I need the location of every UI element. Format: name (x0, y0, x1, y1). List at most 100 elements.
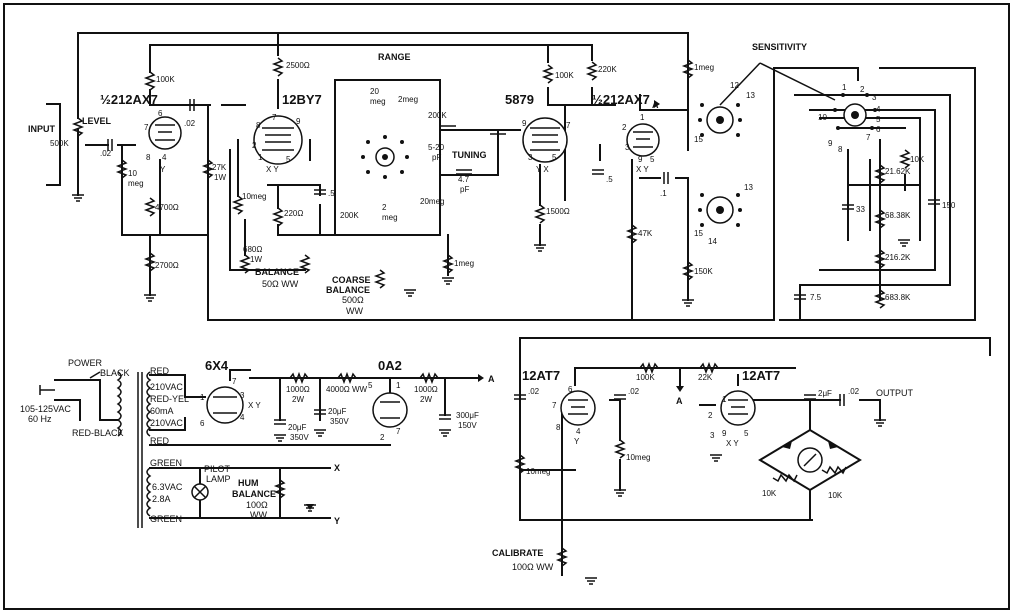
pin-label: 7 (866, 133, 871, 142)
pin-label: 1 (640, 113, 645, 122)
r2meg-b: 2 (382, 203, 387, 212)
pin-label: 2 (860, 85, 865, 94)
r220k: 220K (598, 65, 617, 74)
pin-label: 8 (146, 153, 151, 162)
mains-label: 105-125VAC (20, 404, 71, 414)
tube-v6-label: 12AT7 (742, 368, 780, 383)
r10meg-c: 10meg (526, 467, 550, 476)
x-terminal-label: X (334, 463, 340, 473)
r10meg-a2: meg (128, 179, 144, 188)
r2meg-a: 2meg (398, 95, 418, 104)
r1meg-a: 1meg (454, 259, 474, 268)
pin-label: 3 (528, 153, 533, 162)
pin-label: 5 (552, 153, 557, 162)
pin-label: 8 (556, 423, 561, 432)
r200k-a: 200K (428, 111, 447, 120)
power-label: POWER (68, 358, 103, 368)
c5-b: .5 (606, 175, 613, 184)
c5-a: .5 (328, 189, 335, 198)
pin-label: X Y (266, 165, 279, 174)
green1-label: GREEN (150, 458, 182, 468)
pin-label: 1 (396, 381, 401, 390)
pin-label: 5 (368, 381, 373, 390)
r680: 680Ω (243, 245, 262, 254)
c75: 7.5 (810, 293, 822, 302)
r22k: 22K (698, 373, 713, 382)
r20meg-b: 20meg (420, 197, 444, 206)
c02-c: .02 (628, 387, 640, 396)
ma60-label: 60mA (150, 406, 174, 416)
c02-in: .02 (100, 149, 112, 158)
resistors (71, 57, 912, 567)
r1meg-b: 1meg (694, 63, 714, 72)
r220: 220Ω (284, 209, 303, 218)
c02-d: .02 (848, 387, 860, 396)
pin-label: 4 (162, 153, 167, 162)
c20-b-v: 350V (330, 417, 349, 426)
r680-w: 1W (250, 255, 262, 264)
pin-label: 3 (625, 143, 630, 152)
pin-label: 6 (200, 419, 205, 428)
green2-label: GREEN (150, 514, 182, 524)
r150k: 150K (694, 267, 713, 276)
lamp-label: LAMP (206, 474, 231, 484)
pin-label: 1 (258, 153, 263, 162)
coarse-value: 500Ω (342, 295, 364, 305)
r10meg-b: 10meg (242, 192, 266, 201)
pin-label: 2 (708, 411, 713, 420)
r2500: 2500Ω (286, 61, 310, 70)
pin-label: 1 (200, 393, 205, 402)
pin-label: 12 (730, 81, 739, 90)
meter-wires (519, 337, 991, 576)
y-terminal-label: Y (334, 516, 340, 526)
a28-label: 2.8A (152, 494, 171, 504)
pin-label: 3 (240, 391, 245, 400)
pin-label: 9 (638, 155, 643, 164)
c1: .1 (660, 189, 667, 198)
pin-label: 8 (256, 121, 261, 130)
pin-label: 4 (576, 427, 581, 436)
vac210b-label: 210VAC (150, 418, 183, 428)
hum-value: 100Ω (246, 500, 268, 510)
hum-label: HUM (238, 478, 259, 488)
r4700: 4700Ω (155, 203, 179, 212)
red-yel-label: RED-YEL (150, 394, 189, 404)
pin-label: 7 (566, 121, 571, 130)
pin-label: 10 (818, 113, 827, 122)
c2uf: 2μF (818, 389, 832, 398)
r68-38k: 68.38K (885, 211, 911, 220)
pin-label: X Y (726, 439, 739, 448)
hum-ww: WW (250, 510, 267, 520)
pin-label: 7 (144, 123, 149, 132)
pin-label: 15 (694, 229, 703, 238)
r20meg-a: 20 (370, 87, 379, 96)
pin-label: 15 (694, 135, 703, 144)
black-label: BLACK (100, 368, 130, 378)
c300-v: 150V (458, 421, 477, 430)
a-terminal-meter-label: A (676, 396, 683, 406)
tube-v3-label: 5879 (505, 92, 534, 107)
pin-label: 8 (838, 145, 843, 154)
pin-label: X Y (248, 401, 261, 410)
capacitors (107, 99, 940, 425)
hum-balance-label: BALANCE (232, 489, 276, 499)
c150: 150 (942, 201, 956, 210)
pin-label: X Y (636, 165, 649, 174)
sensitivity-label: SENSITIVITY (752, 42, 807, 52)
r10k-a: 10K (910, 155, 925, 164)
c02-b: .02 (528, 387, 540, 396)
coarse-label: COARSE (332, 275, 371, 285)
r1500: 1500Ω (546, 207, 570, 216)
pilot-label: PILOT (204, 464, 231, 474)
tube-rect-label: 6X4 (205, 358, 229, 373)
pin-label: 2 (380, 433, 385, 442)
r10k-b: 10K (762, 489, 777, 498)
pin-label: 7 (396, 427, 401, 436)
pin-label: 9 (522, 119, 527, 128)
pin-label: 14 (708, 237, 717, 246)
r10meg-d: 10meg (626, 453, 650, 462)
r1000-b: 1000Ω (414, 385, 438, 394)
tube-v4-label: ½212AX7 (592, 92, 650, 107)
red2-label: RED (150, 436, 170, 446)
